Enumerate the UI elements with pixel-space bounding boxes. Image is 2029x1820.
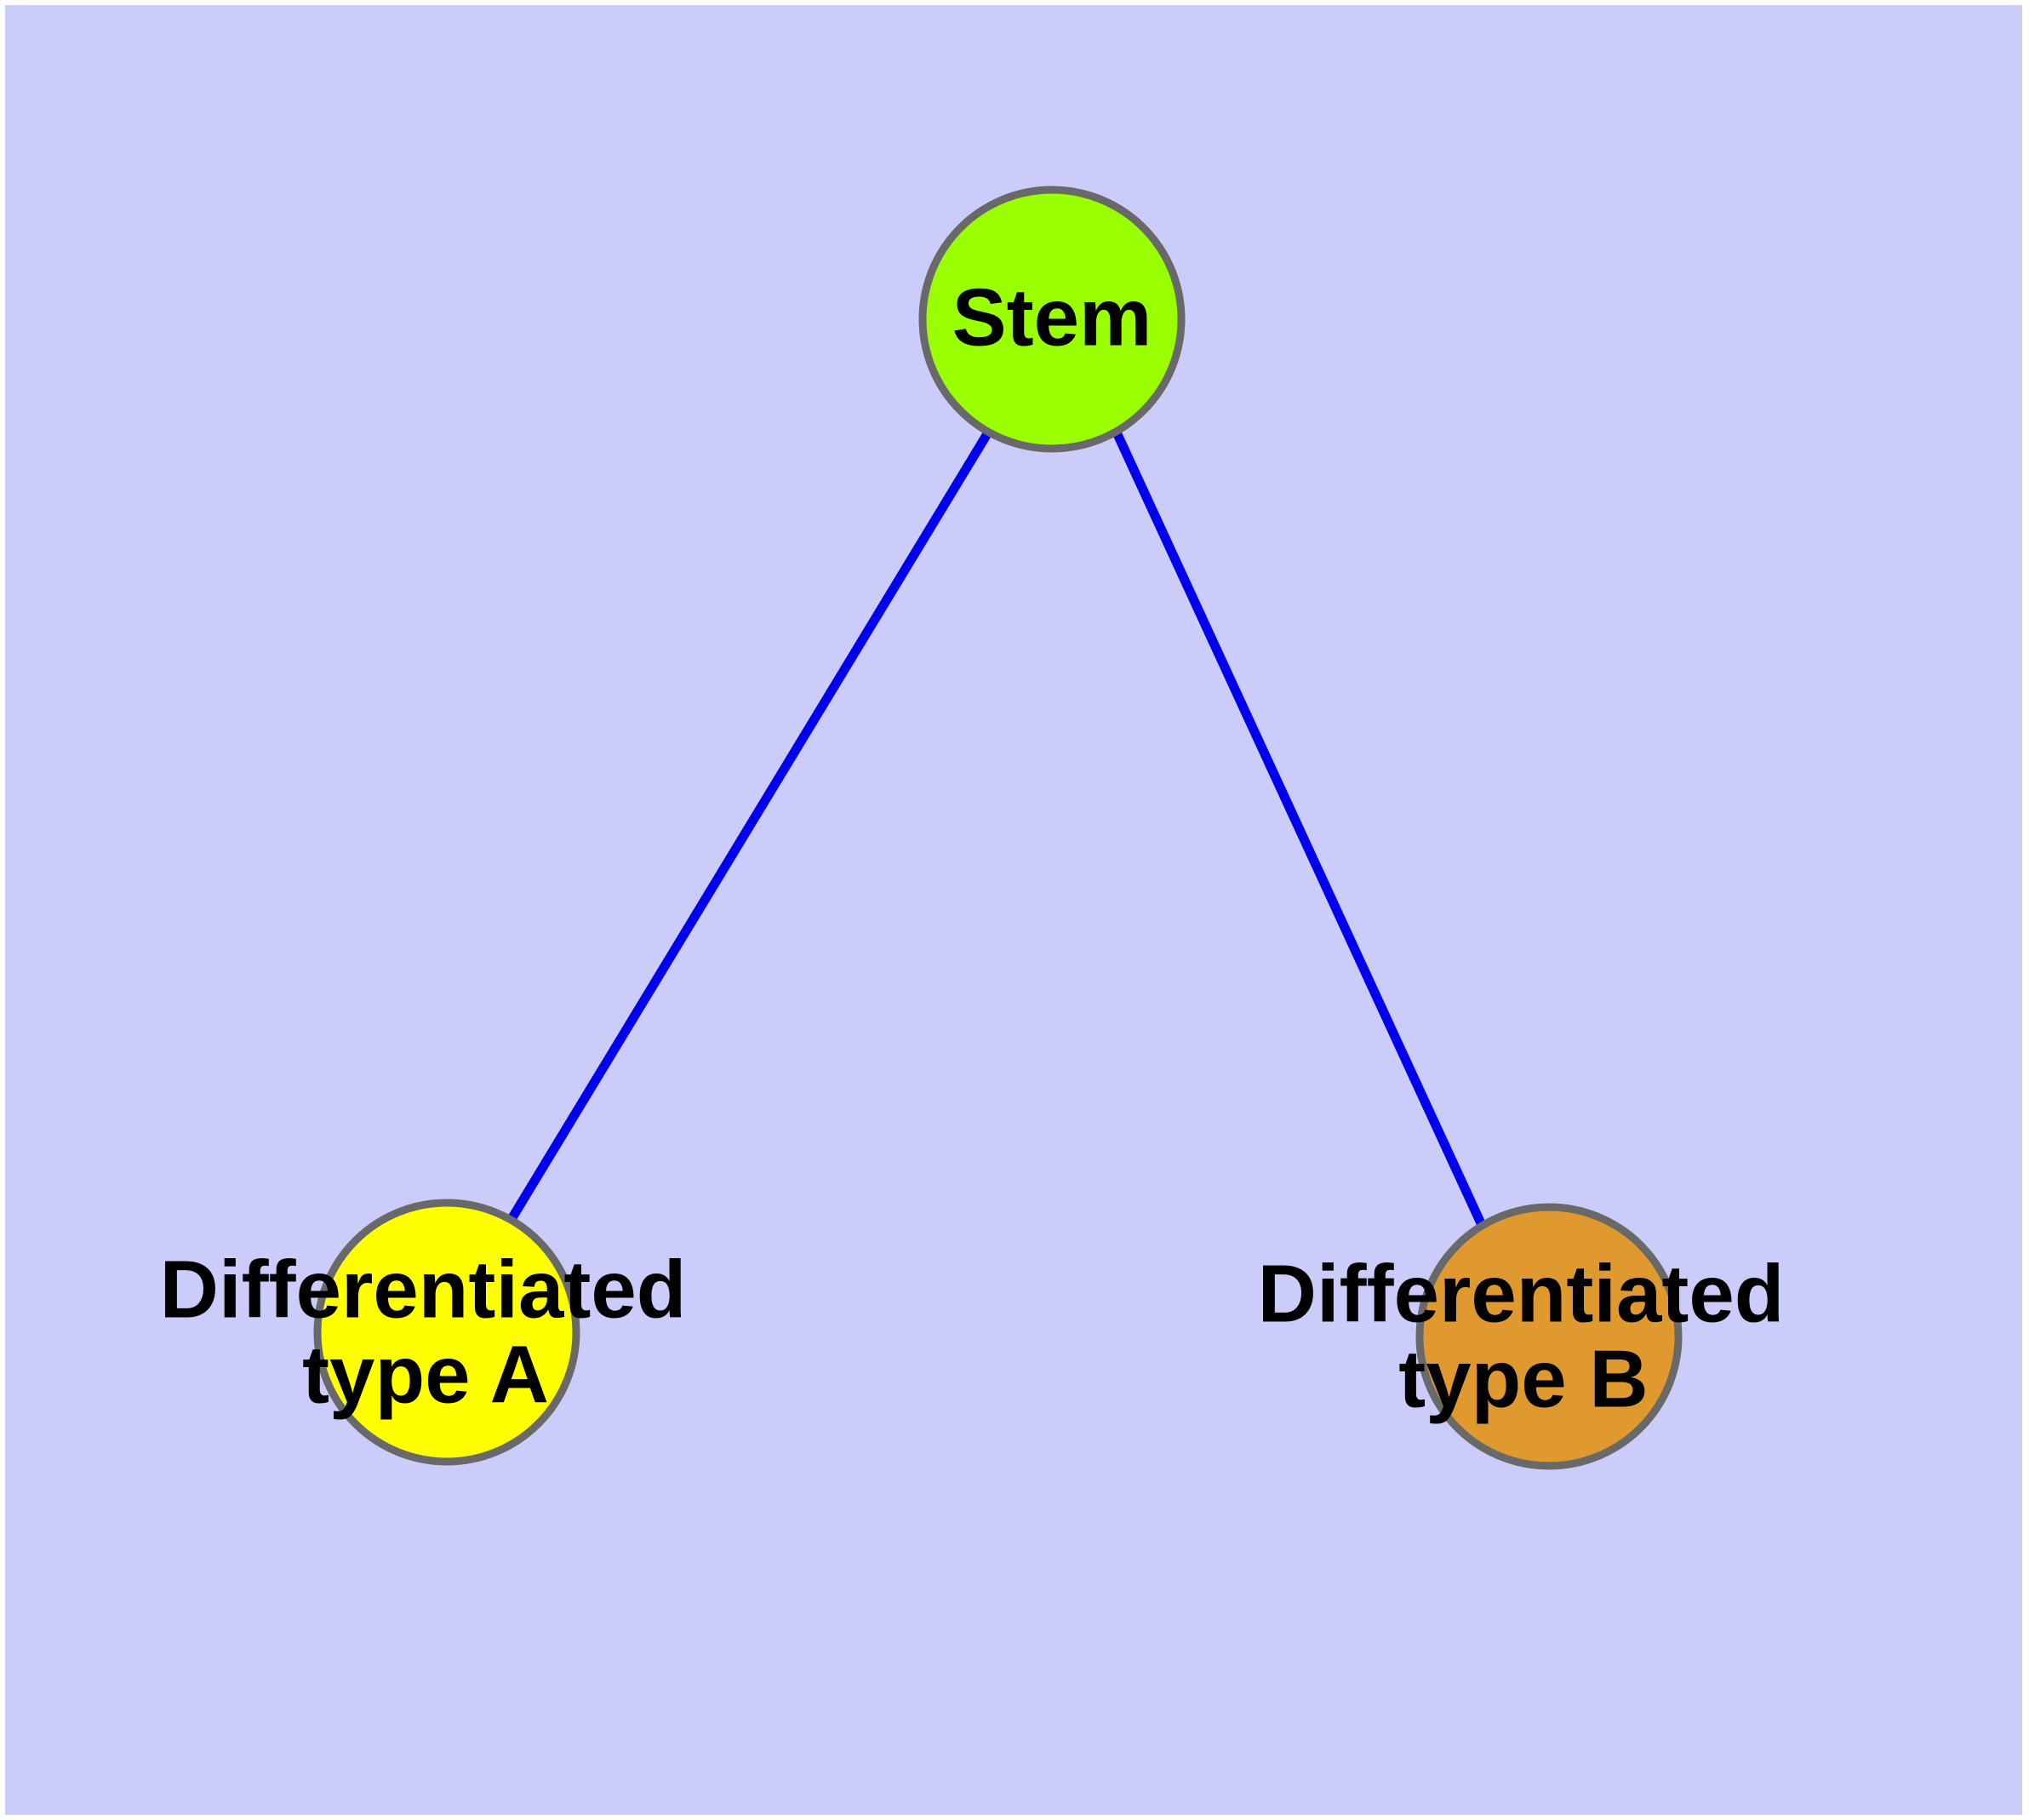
node-layer: Stem Differentiated type A Differentiate… <box>160 186 1785 1470</box>
node-differentiated-type-b[interactable]: Differentiated type B <box>1258 1203 1785 1470</box>
node-differentiated-type-b-label-line1: Differentiated <box>1258 1248 1785 1339</box>
node-differentiated-type-a[interactable]: Differentiated type A <box>160 1199 687 1466</box>
node-stem[interactable]: Stem <box>918 186 1186 453</box>
edge-stem-to-differentiated-type-b[interactable] <box>1112 430 1485 1226</box>
node-stem-label: Stem <box>952 272 1152 363</box>
node-differentiated-type-a-circle[interactable] <box>313 1199 580 1466</box>
node-differentiated-type-b-circle[interactable] <box>1415 1203 1683 1470</box>
edge-stem-to-differentiated-type-a[interactable] <box>507 430 992 1222</box>
edge-layer <box>507 430 1485 1226</box>
node-differentiated-type-a-label-line2: type A <box>302 1329 549 1420</box>
node-stem-circle[interactable] <box>918 186 1186 453</box>
node-differentiated-type-b-label-line2: type B <box>1398 1333 1648 1424</box>
node-differentiated-type-a-label-line1: Differentiated <box>160 1244 687 1335</box>
